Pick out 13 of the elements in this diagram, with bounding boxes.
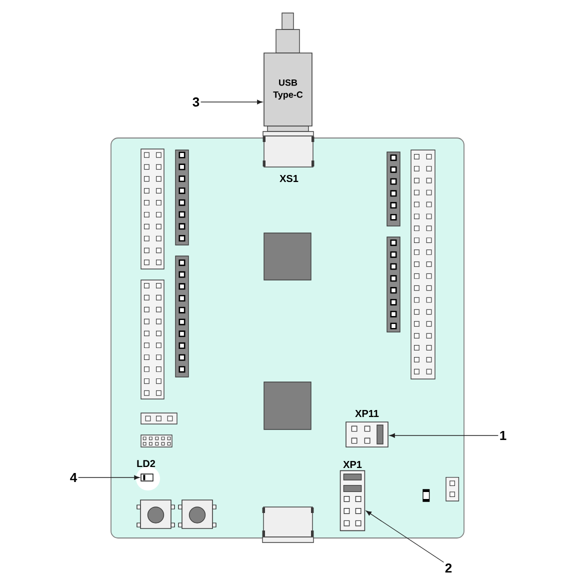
callout-number: 1 <box>500 431 506 440</box>
component-label: XP1 <box>343 461 362 468</box>
callout-number: 3 <box>192 97 200 107</box>
leader-line <box>78 475 140 480</box>
callout-number: 2 <box>445 563 452 573</box>
leader-line <box>200 100 263 104</box>
component-label: LD2 <box>137 460 156 467</box>
leader-line <box>366 510 444 563</box>
leader-line <box>389 433 499 438</box>
callout-number: 4 <box>70 473 78 482</box>
component-label: XS1 <box>280 174 298 182</box>
usb-receptacle <box>262 506 314 543</box>
component-label: XP11 <box>355 410 379 417</box>
